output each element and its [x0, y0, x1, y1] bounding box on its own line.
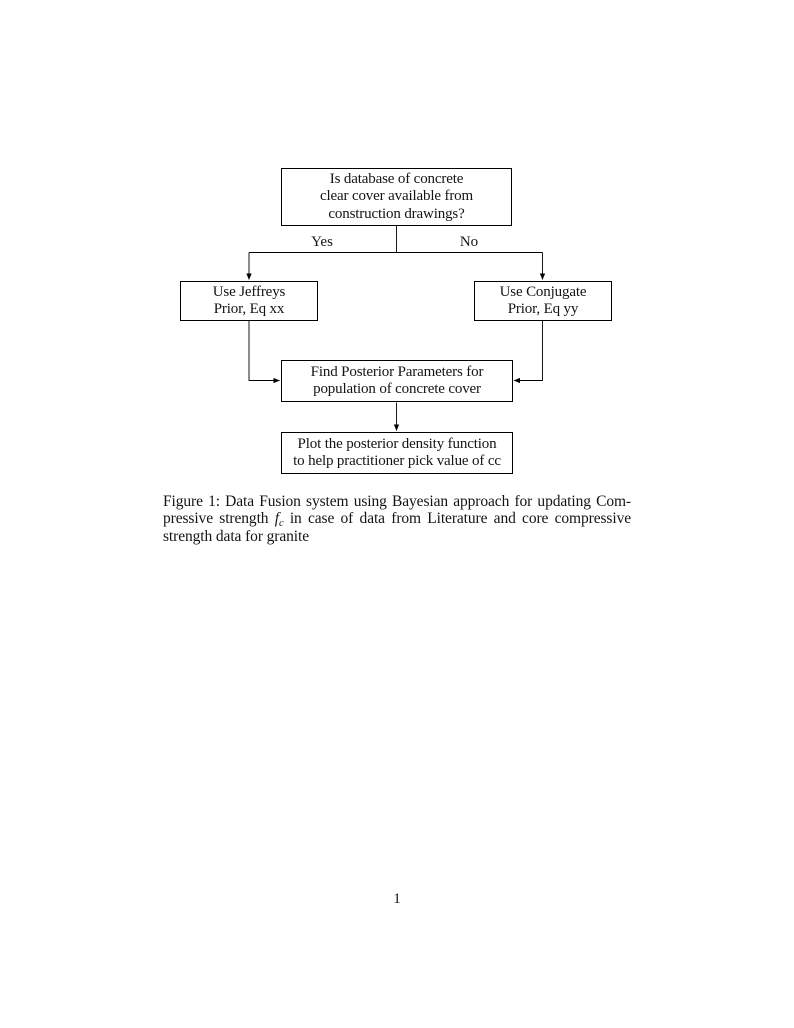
no-branch-label: No	[459, 234, 479, 250]
figure-caption: Figure 1: Data Fusion system using Bayes…	[163, 493, 631, 545]
yes-branch-label: Yes	[311, 234, 333, 250]
decision-box: Is database of concrete clear cover avai…	[281, 168, 512, 226]
conjugate-prior-box: Use Conjugate Prior, Eq yy	[474, 281, 612, 321]
math-fc-variable: f	[274, 510, 279, 528]
jeffreys-prior-box: Use Jeffreys Prior, Eq xx	[180, 281, 318, 321]
jeffreys-prior-box-line: Use Jeffreys	[212, 283, 286, 300]
math-fc-subscript: c	[278, 518, 284, 530]
decision-box-line: construction drawings?	[328, 205, 465, 222]
caption-line-2-text: pressive strength	[163, 510, 269, 528]
posterior-parameters-box-line: population of concrete cover	[313, 381, 481, 397]
plot-density-box-line: to help practitioner pick value of cc	[293, 453, 501, 469]
caption-line-1: Figure 1: Data Fusion system using Bayes…	[163, 493, 631, 510]
caption-line-3: strength data for granite	[163, 527, 309, 545]
conjugate-prior-box-line: Use Conjugate	[499, 283, 587, 300]
plot-density-box: Plot the posterior density function to h…	[281, 432, 513, 474]
connector-conjugate-to-posterior	[513, 321, 543, 384]
conjugate-prior-box-line: Prior, Eq yy	[507, 301, 579, 317]
jeffreys-prior-box-line: Prior, Eq xx	[213, 301, 285, 317]
plot-density-box-line: Plot the posterior density function	[297, 435, 497, 452]
decision-box-line: Is database of concrete	[329, 170, 464, 187]
posterior-parameters-box-line: Find Posterior Parameters for	[310, 363, 484, 380]
caption-line-2: pressive strength fc in case of data fro…	[163, 510, 631, 530]
page-number: 1	[393, 891, 401, 907]
connector-jeffreys-to-posterior	[248, 321, 280, 384]
decision-box-line: clear cover available from	[319, 188, 474, 205]
posterior-parameters-box: Find Posterior Parameters for population…	[281, 360, 513, 402]
caption-line-2-text: in case of data from Literature and core…	[289, 510, 631, 528]
